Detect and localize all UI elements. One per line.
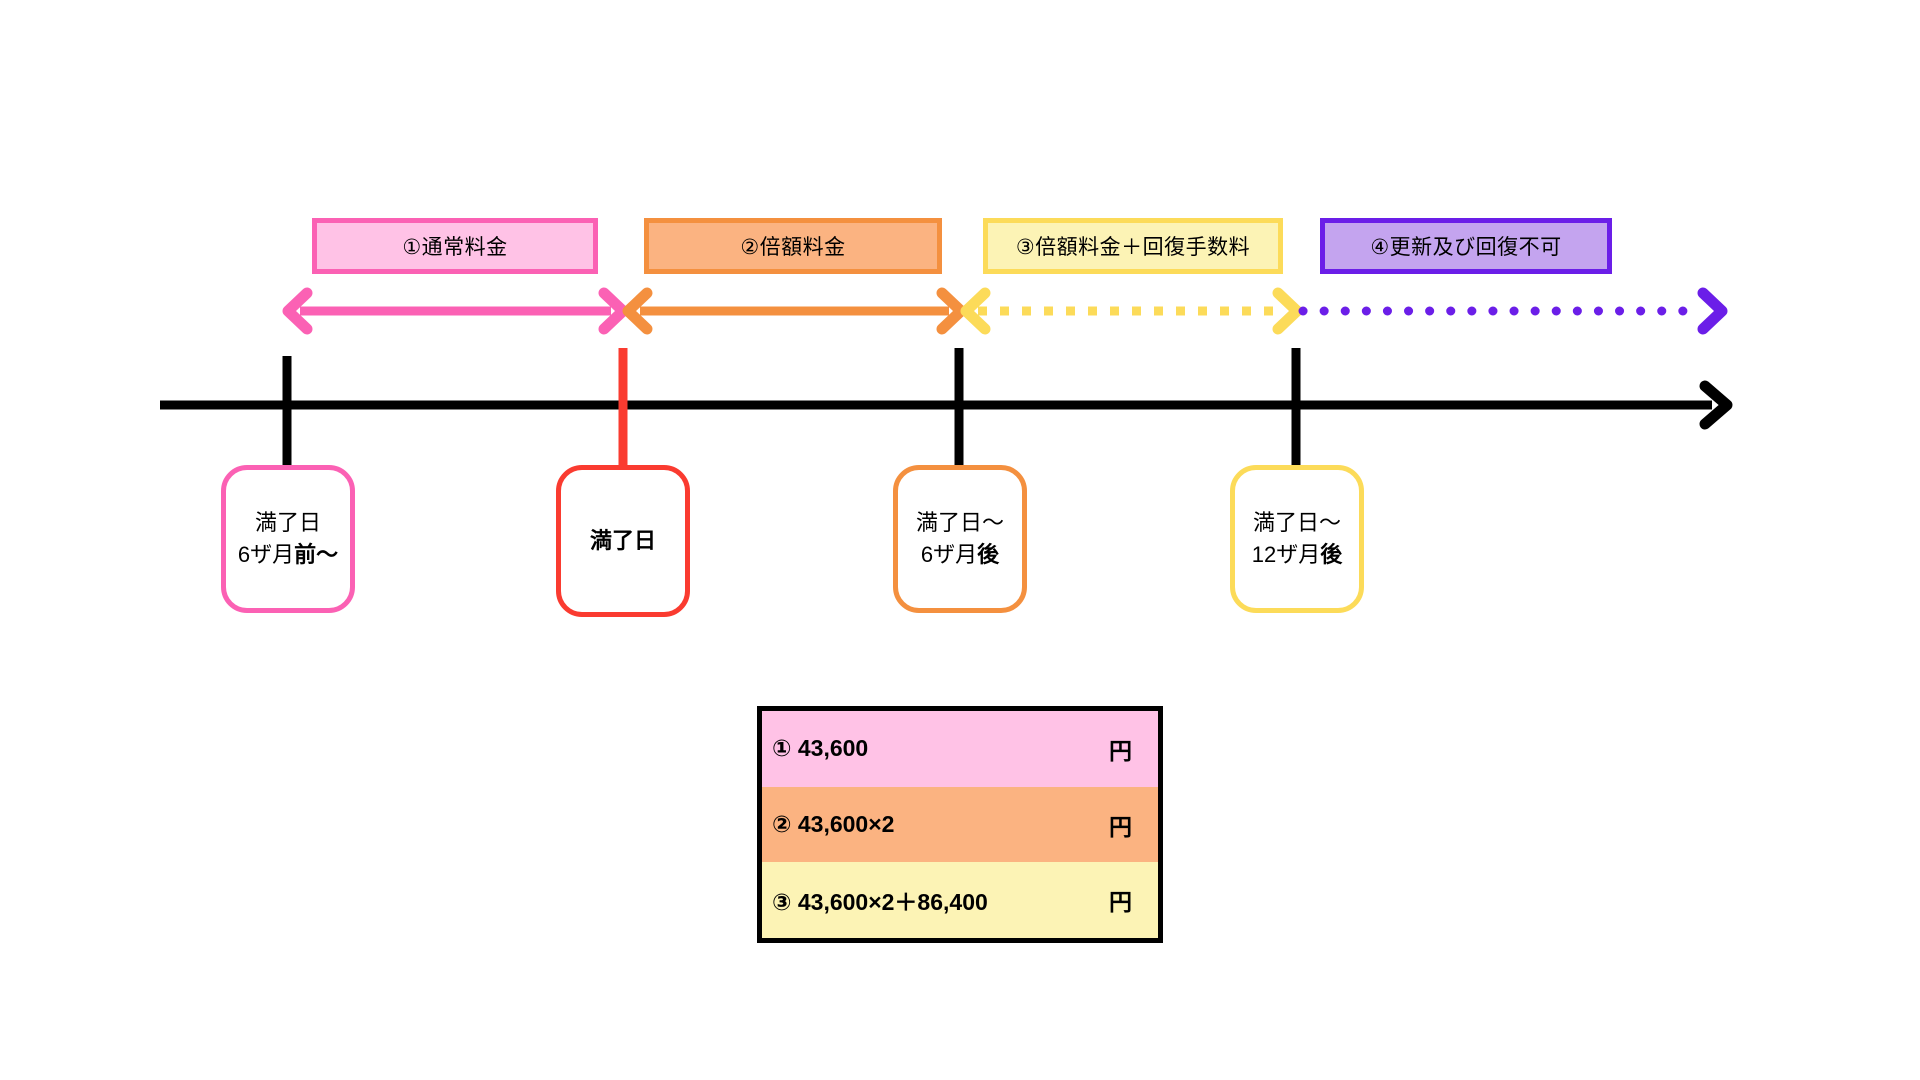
category-label-3: ③倍額料金＋回復手数料 [1015,236,1251,259]
category-box-2: ②倍額料金 [644,218,942,274]
category-label-4: ④更新及び回復不可 [1370,236,1562,259]
price-table: ① 43,600 円 ② 43,600×2 円 ③ 43,600×2＋86,40… [757,706,1163,943]
category-box-4: ④更新及び回復不可 [1320,218,1612,274]
category-label-1: ①通常料金 [402,236,508,259]
price-unit-3: 円 [1109,889,1132,916]
milestone-line1: 満了日～ [1252,510,1341,536]
price-amount-3: ③ 43,600×2＋86,400 [772,889,988,916]
milestone-line1: 満了日 [254,510,321,536]
price-unit-1: 円 [1109,737,1132,764]
milestone-line2: 6ザ月前～ [237,542,339,567]
milestone-callout-2: 満了日 [556,465,690,617]
milestone-callout-3: 満了日～ 6ザ月後 [893,465,1027,613]
milestone-line2: 12ザ月後 [1251,542,1343,567]
price-row-1: ① 43,600 円 [762,711,1158,787]
milestone-line1: 満了日～ [915,510,1004,536]
price-row-2: ② 43,600×2 円 [762,786,1158,863]
milestone-callout-1: 満了日 6ザ月前～ [221,465,355,613]
category-label-2: ②倍額料金 [740,236,846,259]
milestone-callout-4: 満了日～ 12ザ月後 [1230,465,1364,613]
axis-arrowhead [1699,380,1733,430]
category-box-1: ①通常料金 [312,218,598,274]
milestone-line1: 満了日 [589,528,656,554]
price-amount-2: ② 43,600×2 [772,811,895,837]
price-unit-2: 円 [1109,813,1132,840]
milestone-line2: 6ザ月後 [920,542,1000,567]
price-amount-1: ① 43,600 [772,735,869,762]
category-box-3: ③倍額料金＋回復手数料 [983,218,1283,274]
price-row-3: ③ 43,600×2＋86,400 円 [762,862,1158,939]
